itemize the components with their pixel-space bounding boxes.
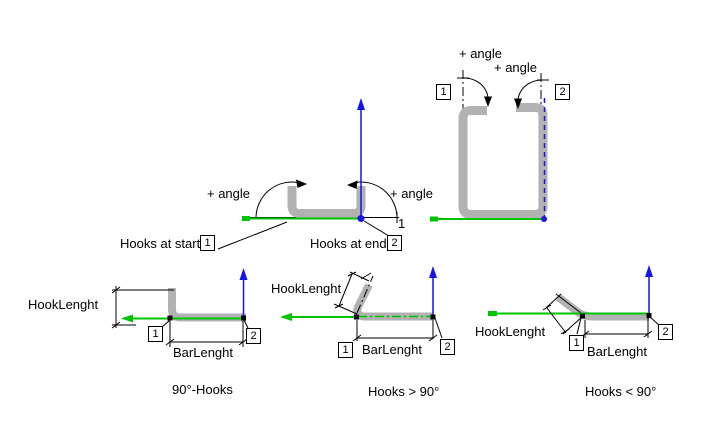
hooks-at-end-label: Hooks at end	[310, 236, 387, 251]
diagram-hooks-lt90	[488, 265, 660, 338]
leader-hooks-at-start	[217, 221, 288, 250]
angle-label-end: + angle	[494, 60, 538, 75]
dim-tick	[352, 334, 362, 342]
hooklength-label: HookLenght	[475, 324, 546, 339]
dim-tick	[560, 328, 570, 335]
dim-tick	[165, 338, 175, 346]
hooklength-label: HookLenght	[271, 281, 342, 296]
origin-node	[357, 215, 365, 222]
bend-node	[354, 314, 359, 320]
hooklength-dim-line	[338, 273, 353, 307]
leader-box2	[434, 317, 443, 339]
diagram-hooks-90	[111, 268, 249, 347]
leader-box1	[161, 319, 171, 328]
hooklength-ext-bend	[333, 303, 358, 315]
end-numbox: 2	[658, 324, 673, 340]
dim-tick	[238, 338, 248, 346]
end-numbox: 2	[555, 84, 570, 100]
diagram-hooks-tall	[430, 70, 549, 222]
end-node	[241, 315, 246, 321]
diagram-hooks-overview	[217, 98, 399, 250]
barlength-label: BarLenght	[362, 342, 422, 357]
dim-tick	[428, 334, 438, 342]
x-axis-arrowhead-icon	[121, 314, 133, 323]
end-node	[646, 313, 652, 318]
rebar-hook-gt90	[353, 283, 433, 321]
hooklength-dim-line	[546, 307, 567, 334]
bend-node	[167, 315, 173, 321]
x-axis-arrowhead-icon	[280, 313, 292, 321]
end-numbox: 2	[440, 339, 455, 355]
angle-arc-end	[517, 79, 544, 105]
arc-arrowhead-icon	[484, 96, 492, 107]
angle-arc-start	[462, 77, 489, 103]
start-numbox: 1	[338, 342, 353, 358]
angle-arc-start	[255, 181, 300, 219]
hooks-at-start-numbox: 1	[200, 235, 215, 251]
arc-arrowhead-icon	[514, 98, 522, 109]
z-axis-arrowhead-icon	[239, 268, 248, 280]
barlength-label: BarLenght	[173, 345, 233, 360]
rebar-c-shape	[458, 103, 548, 219]
dim-tick	[542, 304, 552, 311]
start-numbox: 1	[569, 335, 584, 351]
z-axis-arrowhead-icon	[357, 98, 365, 110]
leader-box1	[576, 317, 582, 335]
leader-box2	[649, 316, 660, 326]
rebar-l-shape	[168, 288, 246, 322]
x-axis-tail-icon	[430, 216, 438, 222]
start-numbox: 1	[436, 84, 451, 100]
hooks-at-end-numbox: 2	[387, 235, 402, 251]
end-numbox: 2	[246, 328, 261, 344]
dim-tick	[334, 303, 344, 309]
axis-number-label: 1	[398, 216, 406, 231]
dim-tick	[111, 286, 121, 294]
arc-arrowhead-icon	[296, 179, 307, 188]
diagram-hooks-gt90	[280, 266, 443, 342]
dim-tick	[643, 330, 653, 338]
caption-90-hooks: 90°-Hooks	[172, 382, 233, 397]
z-axis-arrowhead-icon	[645, 265, 653, 277]
z-axis-arrowhead-icon	[429, 266, 437, 278]
start-numbox: 1	[148, 326, 163, 342]
dim-tick	[111, 321, 121, 329]
leader-box2	[243, 319, 249, 329]
end-node	[430, 314, 436, 320]
x-axis-tail-icon	[242, 216, 250, 221]
hook-centerline	[356, 275, 374, 314]
hooklength-label: HookLenght	[28, 297, 99, 312]
caption-hooks-gt-90: Hooks > 90°	[368, 384, 440, 399]
caption-hooks-lt-90: Hooks < 90°	[585, 384, 657, 399]
hooklength-ext-tip	[545, 293, 562, 309]
leader-hooks-at-end	[363, 220, 390, 237]
dim-tick	[347, 271, 357, 277]
hooks-at-start-label: Hooks at start	[120, 236, 201, 251]
x-axis-tail-icon	[488, 311, 497, 316]
hook-centerline	[555, 293, 582, 314]
angle-label-end: + angle	[390, 186, 434, 201]
angle-label-start: + angle	[459, 46, 503, 61]
arc-arrowhead-icon	[347, 180, 358, 189]
angle-label-start: + angle	[207, 186, 251, 201]
rebar-u-shape	[287, 186, 366, 218]
barlength-label: BarLenght	[587, 344, 647, 359]
origin-node	[541, 216, 547, 222]
